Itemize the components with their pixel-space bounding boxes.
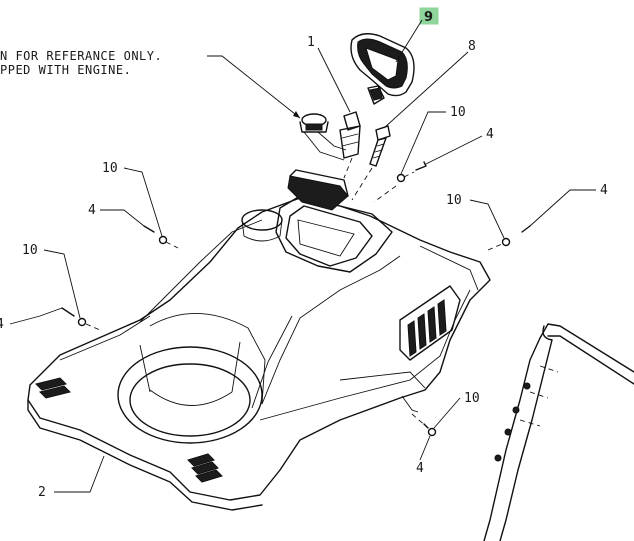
reference-note: N FOR REFERANCE ONLY. PPED WITH ENGINE. [0, 49, 301, 119]
callout-4-c-leader [529, 189, 596, 227]
callout-4-b-label: 4 [88, 203, 96, 218]
callout-1[interactable]: 1 [307, 35, 351, 113]
callout-10-top-right[interactable]: 10 [400, 105, 466, 175]
callout-2-label: 2 [38, 485, 46, 500]
vent-slats [407, 299, 447, 357]
center-front-vent [187, 453, 223, 483]
callout-10-right-middle[interactable]: 10 [446, 193, 505, 239]
callout-2-leader [54, 455, 105, 493]
callout-4-top-right[interactable]: 4 [425, 127, 494, 165]
callout-10-left-upper[interactable]: 10 [102, 161, 163, 237]
fastener-top-right [396, 161, 427, 183]
callout-2[interactable]: 2 [38, 455, 105, 500]
explode-line-1 [343, 157, 353, 179]
callout-10-c-label: 10 [446, 193, 462, 208]
callout-10-c-leader [469, 199, 505, 239]
callout-4-e-label: 4 [416, 461, 424, 476]
callout-4-left-lower[interactable]: 4 [0, 307, 63, 332]
callout-8[interactable]: 8 [383, 39, 476, 129]
callout-8-label: 8 [468, 39, 476, 54]
note-leader-arrow [293, 111, 300, 118]
callout-9-label: 9 [424, 10, 433, 25]
fastener-left-lower [61, 307, 101, 331]
callout-4-right-lower[interactable]: 4 [416, 435, 431, 476]
callout-10-b-label: 10 [102, 161, 118, 176]
callout-4-d-leader [9, 307, 63, 325]
callout-4-d-label: 4 [0, 317, 4, 332]
note-line-2: PPED WITH ENGINE. [0, 63, 131, 77]
note-line-1: N FOR REFERANCE ONLY. [0, 49, 162, 63]
callout-10-e-label: 10 [464, 391, 480, 406]
callout-1-leader [317, 47, 351, 113]
callout-9[interactable]: 9 [395, 7, 439, 63]
callout-4-a-leader [425, 135, 483, 165]
callout-10-b-leader [123, 167, 163, 237]
callout-4-b-leader [100, 209, 145, 227]
engine-plug [299, 113, 347, 161]
callout-4-c-label: 4 [600, 183, 608, 198]
explode-line-8 [351, 167, 373, 201]
callout-4-e-leader [419, 435, 431, 461]
callout-8-leader [383, 51, 469, 129]
knob-part-9 [350, 33, 415, 105]
shroud-part [27, 169, 491, 511]
handle-bar [483, 323, 634, 541]
fastener-right-middle [487, 225, 531, 251]
callout-1-label: 1 [307, 35, 315, 50]
callout-10-d-label: 10 [22, 243, 38, 258]
note-leader [207, 55, 301, 119]
callout-4-left-upper[interactable]: 4 [88, 203, 145, 227]
key-switch-part-1 [339, 111, 361, 159]
callout-10-right-lower[interactable]: 10 [433, 391, 480, 429]
callout-9-leader [395, 19, 423, 63]
callout-9-highlight [419, 7, 439, 25]
callout-10-a-leader [400, 111, 446, 175]
callout-4-a-label: 4 [486, 127, 494, 142]
callout-10-left-lower[interactable]: 10 [22, 243, 81, 319]
callout-10-a-label: 10 [450, 105, 466, 120]
callout-10-e-leader [433, 397, 461, 429]
left-front-vent [35, 377, 71, 399]
explode-line-top-right [373, 185, 397, 203]
callout-10-d-leader [43, 249, 81, 319]
fastener-right-lower [411, 413, 437, 437]
bolt-part-8 [369, 125, 391, 167]
callout-4-right-middle[interactable]: 4 [529, 183, 608, 227]
fastener-left-upper [143, 225, 179, 249]
